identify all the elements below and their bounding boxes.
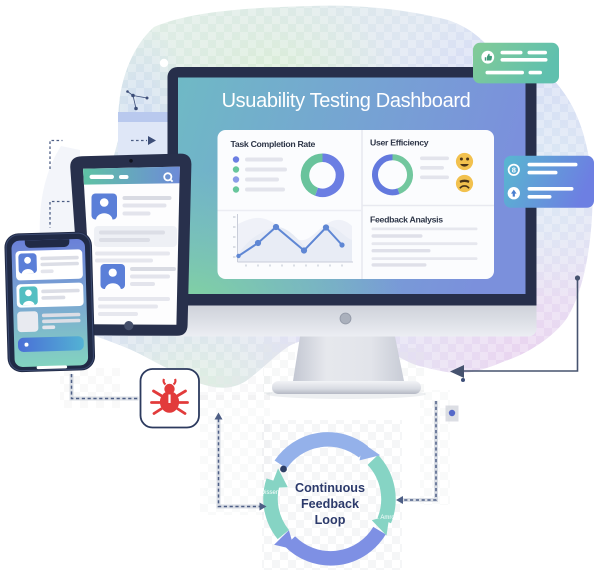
svg-text:8: 8 — [512, 166, 516, 175]
svg-text:User Efficiency: User Efficiency — [370, 138, 429, 148]
svg-text:Amrok: Amrok — [380, 515, 398, 521]
svg-text:Task Completion Rate: Task Completion Rate — [231, 139, 316, 149]
svg-text:Usuability Testing Dashboard: Usuability Testing Dashboard — [222, 90, 471, 112]
svg-text:Dissen: Dissen — [261, 490, 279, 496]
svg-text:Feedback: Feedback — [301, 497, 360, 511]
svg-text:Loop: Loop — [315, 513, 346, 527]
svg-text:Continuous: Continuous — [295, 481, 365, 495]
svg-text:Feedback Analysis: Feedback Analysis — [370, 215, 443, 225]
